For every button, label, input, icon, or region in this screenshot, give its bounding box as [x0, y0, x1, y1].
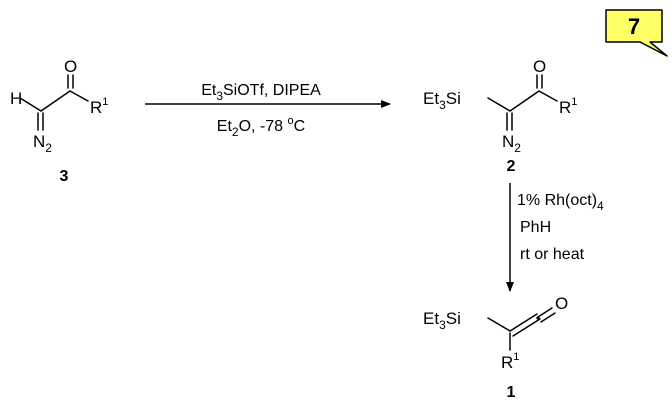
atom-et3si: Et3Si: [423, 309, 461, 332]
r-label: R: [90, 98, 102, 117]
compound-2: Et3Si O R1 N2 2: [423, 57, 577, 175]
badge-callout-shape: [605, 9, 668, 57]
bond-c-o-a: [537, 307, 553, 318]
r-label: R: [559, 98, 571, 117]
catalyst-label: 1% Rh(oct): [517, 192, 597, 209]
r-superscript: 1: [102, 96, 108, 108]
scheme-number-badge: 7: [605, 9, 668, 57]
atom-o: O: [555, 294, 568, 313]
reagent-rest: SiOTf, DIPEA: [223, 82, 321, 99]
compound-1: Et3Si O R1 1: [423, 294, 568, 401]
bond-c-c: [509, 90, 540, 112]
bond-c-o-b: [540, 312, 556, 323]
compound-number-2: 2: [507, 158, 516, 175]
bond-c-c-a: [509, 313, 538, 332]
atom-et3si: Et3Si: [423, 89, 461, 112]
r-superscript: 1: [513, 351, 519, 363]
et-label: Et: [423, 309, 439, 328]
n-label: N: [33, 132, 45, 151]
atom-r: R1: [559, 96, 577, 117]
atom-n2: N2: [33, 132, 52, 155]
badge-label: 7: [628, 14, 640, 39]
reagents-text: Et3SiOTf, DIPEA: [201, 82, 321, 103]
bond-c-r: [538, 90, 558, 102]
atom-o: O: [533, 57, 546, 76]
si-label: Si: [446, 309, 461, 328]
temp-unit: C: [294, 118, 306, 135]
r-superscript: 1: [571, 96, 577, 108]
et-subscript: 3: [439, 98, 446, 112]
atom-r: R1: [501, 351, 519, 372]
compound-number-3: 3: [60, 168, 69, 185]
reagent-et: Et: [201, 82, 217, 99]
degree-sup: o: [288, 115, 294, 127]
r-label: R: [501, 353, 513, 372]
catalyst-sub: 4: [597, 199, 604, 213]
et-label: Et: [423, 89, 439, 108]
temperature-text: rt or heat: [520, 246, 585, 263]
n-label: N: [502, 132, 514, 151]
atom-h: H: [10, 89, 22, 108]
conditions-text: Et2O, -78 oC: [217, 115, 305, 139]
bond-si-c: [487, 317, 511, 332]
catalyst-text: 1% Rh(oct)4: [517, 192, 604, 213]
atom-o: O: [64, 57, 77, 76]
solvent-et-sub: 2: [232, 125, 239, 139]
et-subscript: 3: [439, 318, 446, 332]
bond-si-c: [487, 97, 511, 112]
atom-r: R1: [90, 96, 108, 117]
reaction-arrow-2: 1% Rh(oct)4 PhH rt or heat: [506, 183, 604, 292]
bond-c-c-b: [512, 318, 541, 337]
n-subscript: 2: [45, 141, 52, 155]
si-label: Si: [446, 89, 461, 108]
atom-n2: N2: [502, 132, 521, 155]
compound-number-1: 1: [507, 384, 516, 401]
reagent-et-sub: 3: [216, 89, 223, 103]
bond-c-r: [69, 90, 89, 102]
bond-h-c: [19, 97, 42, 112]
solvent-rest: O, -78: [239, 118, 288, 135]
reaction-arrow-1: Et3SiOTf, DIPEA Et2O, -78 oC: [145, 82, 391, 139]
solvent-et: Et: [217, 118, 233, 135]
compound-3: H O R1 N2 3: [10, 57, 108, 185]
solvent-text: PhH: [520, 219, 551, 236]
bond-c-c: [40, 90, 71, 112]
ketene-center-dot: [536, 316, 540, 320]
n-subscript: 2: [514, 141, 521, 155]
